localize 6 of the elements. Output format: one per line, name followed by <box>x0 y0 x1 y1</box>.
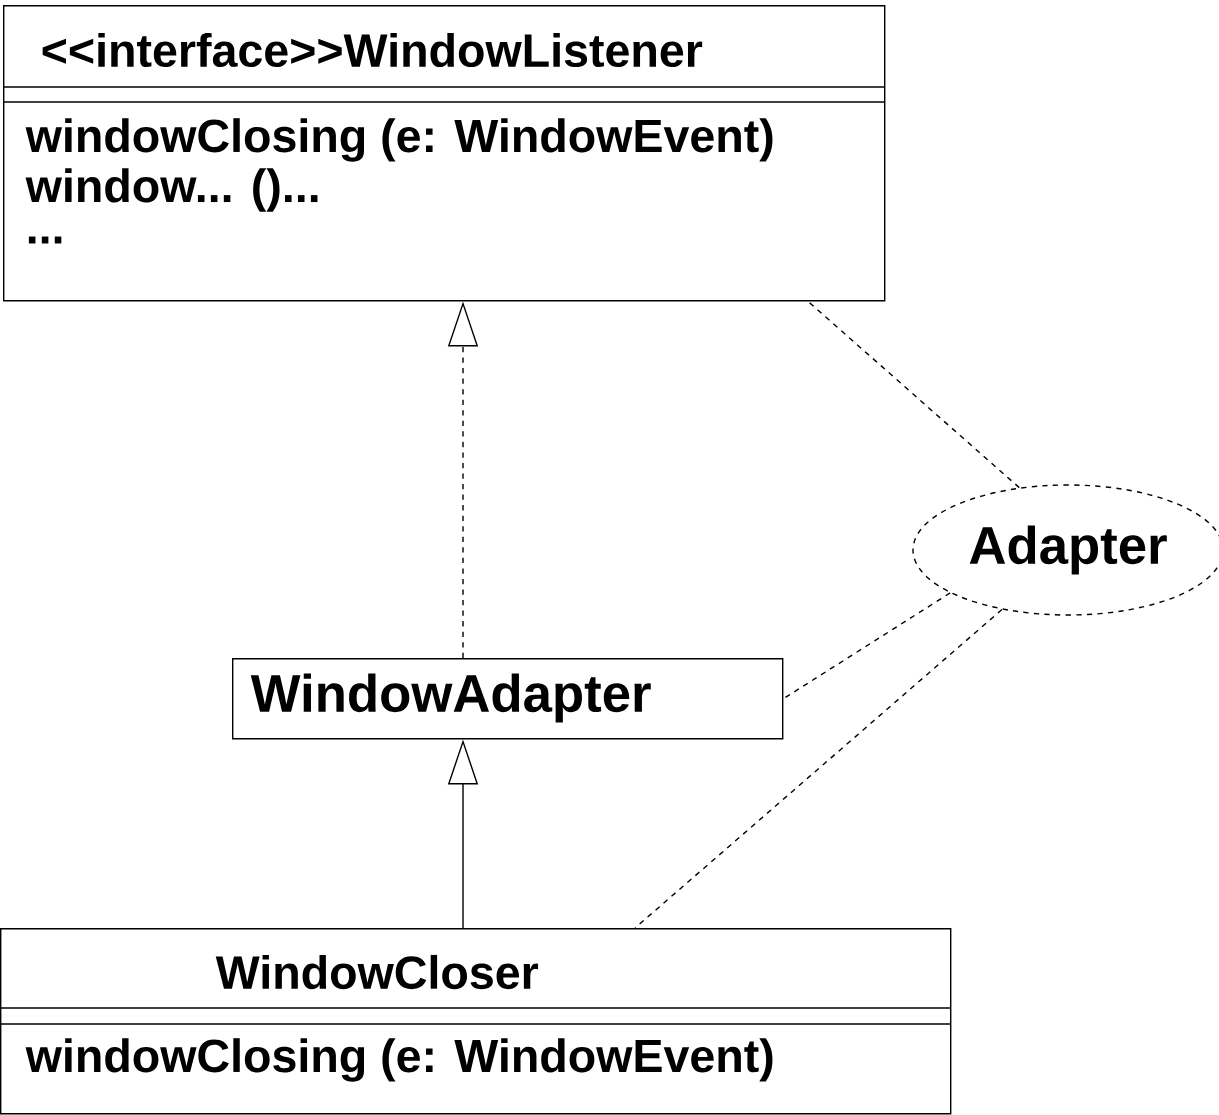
class-box: WindowAdapter <box>232 658 784 740</box>
class-box: <<interface>>WindowListener windowClosing (e: WindowEvent) window... ()... ... <box>2 5 886 302</box>
dashed-line <box>782 592 951 700</box>
class-box: WindowCloser windowClosing (e: WindowEvent) <box>0 928 952 1115</box>
dashed-line <box>634 608 1003 929</box>
dashed-line <box>807 300 1020 489</box>
